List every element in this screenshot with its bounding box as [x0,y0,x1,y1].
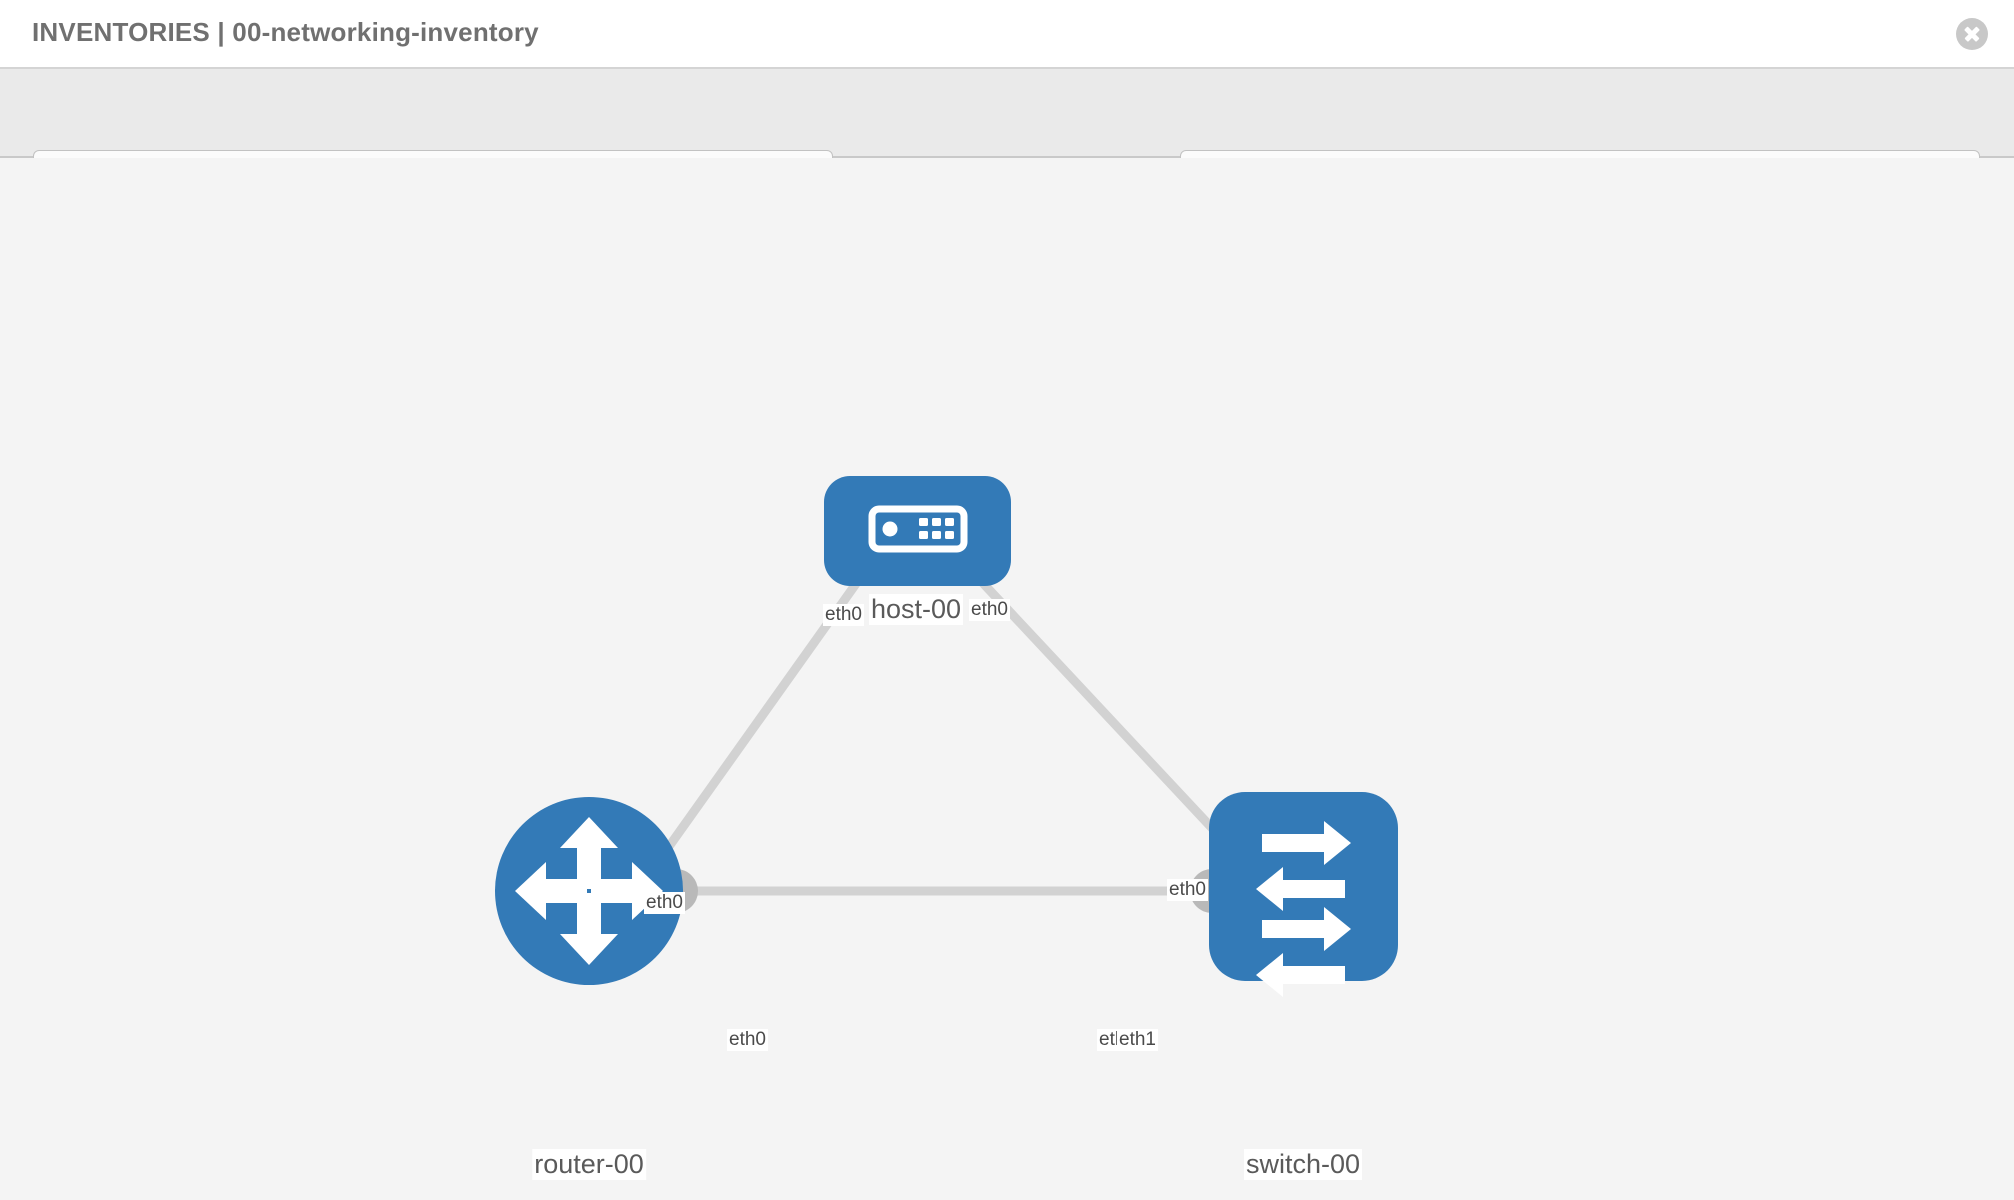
topology-canvas[interactable]: eth0 eth0 eth0 eth0 eth0 eth0 eth1 host-… [0,158,2014,1200]
close-icon[interactable] [1956,18,1988,50]
header-bar: INVENTORIES | 00-networking-inventory [0,0,2014,69]
node-router-00 [495,797,683,985]
node-label-switch-00: switch-00 [1243,1149,1363,1180]
interface-label-host00-eth0-right: eth0 [969,599,1010,621]
interface-label-router00-eth0: eth0 [727,1029,768,1051]
node-label-router-00: router-00 [532,1149,646,1180]
link-host00-router00 [643,545,885,881]
interface-label-host00-eth0-left: eth0 [823,604,864,626]
interface-label-switch00-eth1: eth1 [1117,1029,1158,1051]
topology-graph [495,476,1398,997]
toolbar: ACTIONS SEARCH [0,69,2014,202]
link-host00-switch00 [947,545,1245,863]
node-switch-00 [1209,792,1398,997]
interface-label-switch00-eth0-up: eth0 [1167,879,1208,901]
interface-label-router00-eth0-up: eth0 [644,892,685,914]
node-label-host-00: host-00 [868,594,964,625]
node-host-00 [824,476,1011,586]
page-title: INVENTORIES | 00-networking-inventory [32,17,539,47]
